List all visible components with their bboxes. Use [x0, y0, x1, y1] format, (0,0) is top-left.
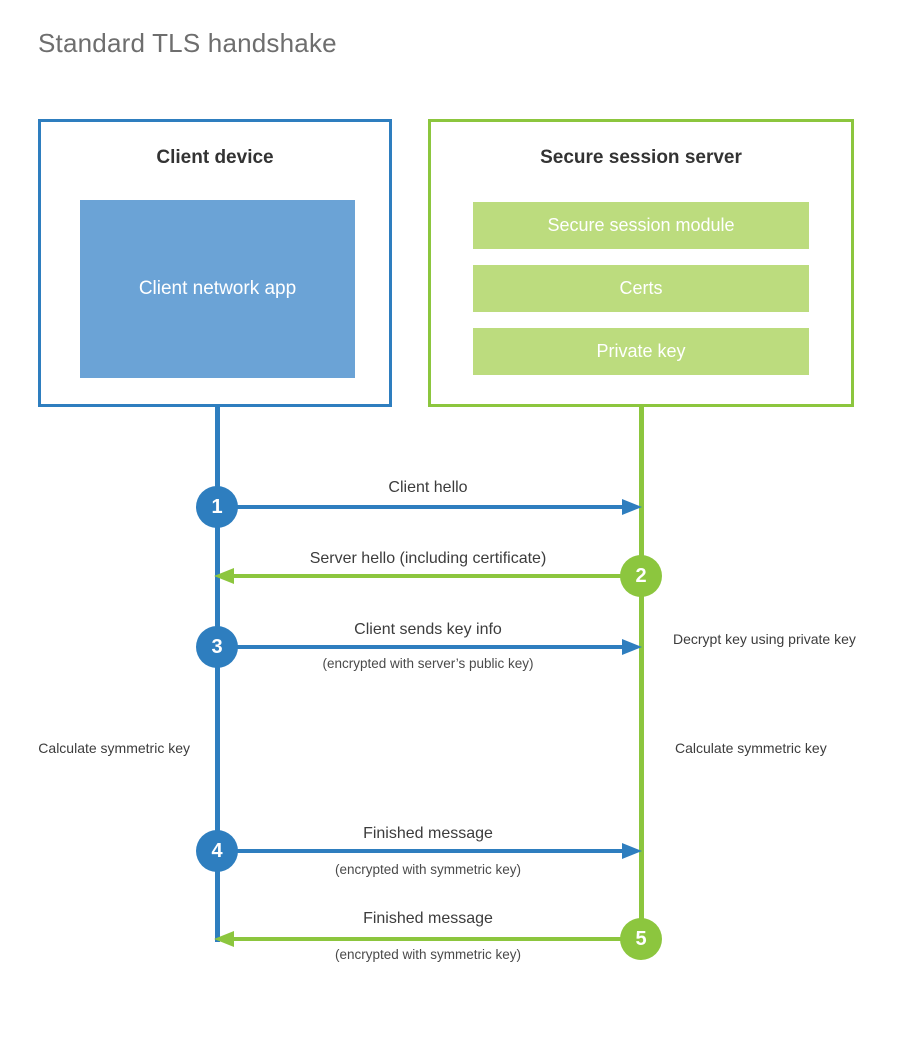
message-arrow-4: [216, 841, 642, 861]
client-network-app-block: Client network app: [80, 200, 355, 378]
annotation-server-calculate-symmetric-key: Calculate symmetric key: [675, 740, 827, 756]
step-badge-5: 5: [620, 918, 662, 960]
message-label-1: Client hello: [388, 479, 468, 496]
secure-session-server-panel: Secure session server Secure session mod…: [428, 119, 854, 407]
message-label-3: Client sends key info: [354, 621, 502, 638]
annotation-decrypt-key: Decrypt key using private key: [673, 631, 856, 647]
message-arrow-2: [214, 566, 642, 586]
step-badge-4: 4: [196, 830, 238, 872]
secure-session-server-heading: Secure session server: [540, 147, 742, 168]
server-block-secure-session-module: Secure session module: [473, 202, 809, 249]
message-arrow-5: [214, 929, 642, 949]
page-title: Standard TLS handshake: [38, 28, 337, 58]
client-device-panel: Client device Client network app: [38, 119, 392, 407]
message-arrow-3: [216, 637, 642, 657]
message-sublabel-3: (encrypted with server’s public key): [322, 656, 534, 671]
step-badge-2: 2: [620, 555, 662, 597]
server-block-certs: Certs: [473, 265, 809, 312]
message-label-2: Server hello (including certificate): [309, 550, 547, 567]
message-sublabel-5: (encrypted with symmetric key): [334, 947, 522, 962]
step-badge-3: 3: [196, 626, 238, 668]
client-lifeline: [215, 405, 220, 942]
message-label-4: Finished message: [363, 825, 493, 842]
annotation-client-calculate-symmetric-key: Calculate symmetric key: [38, 740, 190, 756]
step-badge-1: 1: [196, 486, 238, 528]
message-arrow-1: [216, 497, 642, 517]
message-label-5: Finished message: [363, 910, 493, 927]
message-sublabel-4: (encrypted with symmetric key): [334, 862, 522, 877]
client-device-heading: Client device: [156, 147, 274, 168]
server-lifeline: [639, 405, 644, 939]
server-block-private-key: Private key: [473, 328, 809, 375]
